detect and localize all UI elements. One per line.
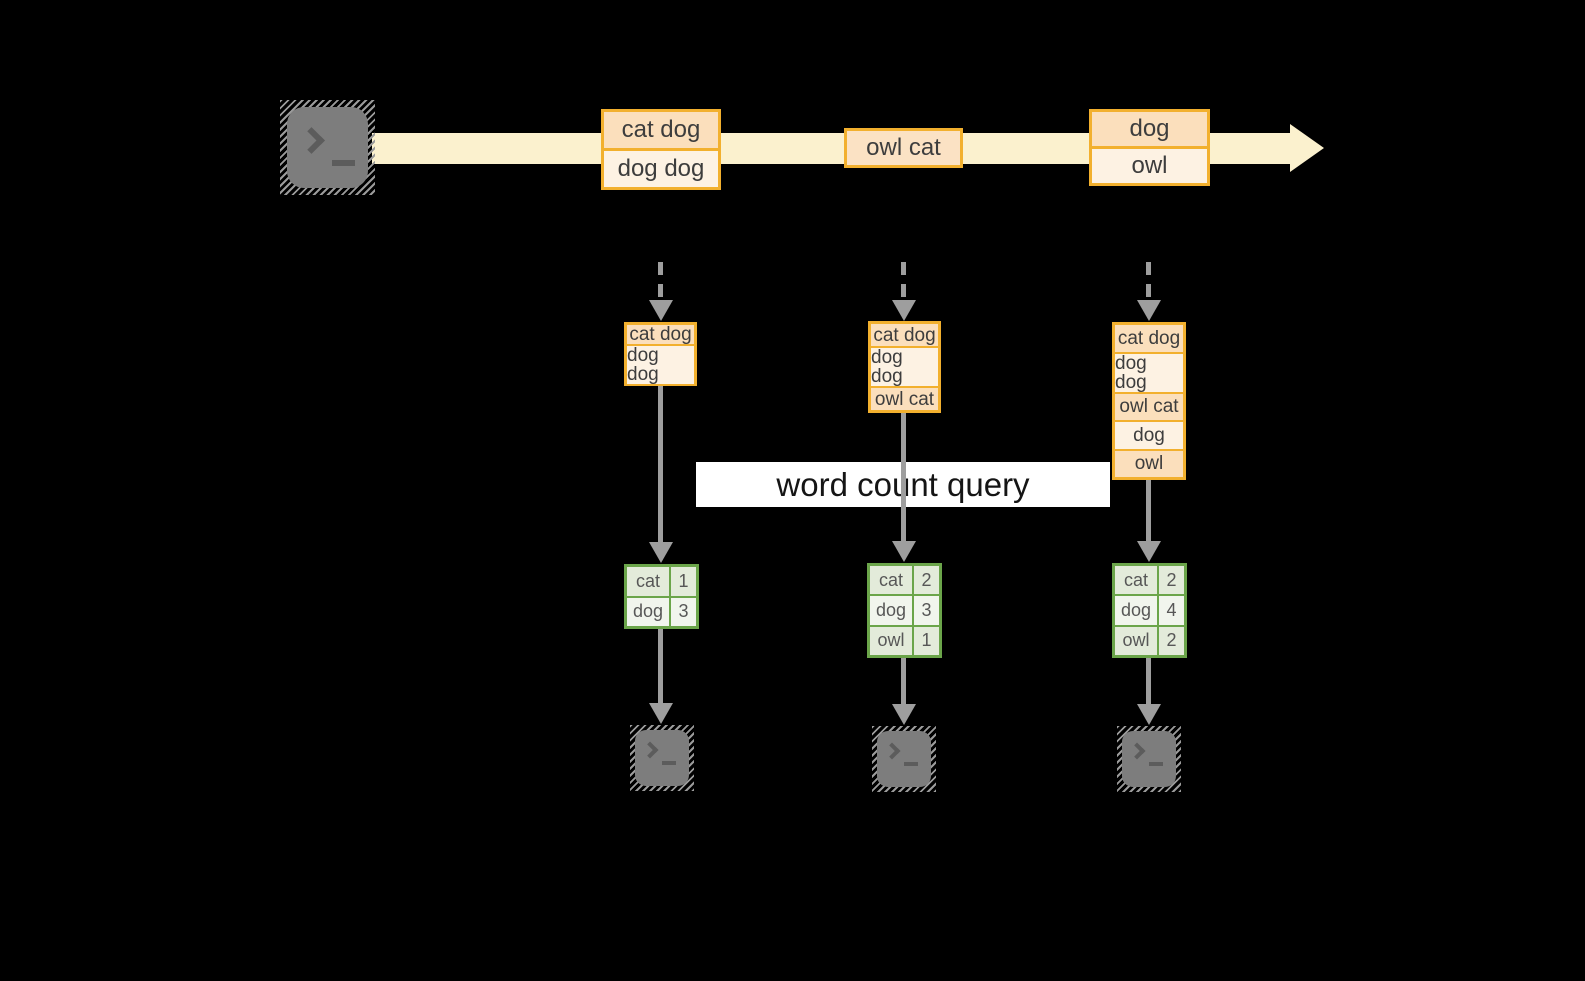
arrowhead-icon [1137,704,1161,725]
output-terminal-icon-3 [1117,726,1181,792]
stream-batch-cell: dog [1092,112,1207,146]
word-cell: owl [1115,626,1157,655]
prompt-chevron-icon [641,741,659,759]
state-buffer-1: cat dog dog dog [624,322,697,386]
count-cell: 1 [914,626,939,655]
dashed-arrowhead-icon [892,300,916,321]
stream-batch-cell: owl [1092,149,1207,183]
count-cell: 1 [671,567,696,596]
state-buffer-3: cat dog dog dog owl cat dog owl [1112,322,1186,480]
arrowhead-icon [649,542,673,563]
terminal-screen [1122,731,1176,787]
arrow-down [901,658,906,706]
word-cell: owl [870,626,912,655]
stream-batch-cell: cat dog [604,112,718,148]
word-cell: cat [627,567,669,596]
state-cell: dog dog [871,348,938,386]
stream-batch-cell: dog dog [604,151,718,187]
state-cell: dog dog [627,346,694,384]
arrow-down [901,413,906,543]
arrowhead-icon [892,541,916,562]
count-cell: 2 [914,566,939,595]
arrow-down [658,386,663,544]
dashed-arrowhead-icon [649,300,673,321]
state-cell: dog [1115,422,1183,449]
state-buffer-2: cat dog dog dog owl cat [868,321,941,413]
count-cell: 3 [914,596,939,625]
prompt-chevron-icon [883,742,901,760]
state-cell: cat dog [627,325,694,344]
source-terminal-icon [280,100,375,195]
dashed-arrow-down [1146,262,1151,302]
stream-batch-3: dog owl [1089,109,1210,186]
dashed-arrowhead-icon [1137,300,1161,321]
word-cell: cat [870,566,912,595]
state-cell: dog dog [1115,353,1183,392]
word-cell: dog [627,597,669,626]
prompt-cursor-icon [904,762,918,766]
output-terminal-icon-1 [630,725,694,791]
output-terminal-icon-2 [872,726,936,792]
prompt-cursor-icon [332,160,355,166]
terminal-screen [635,730,689,786]
state-cell: cat dog [1115,325,1183,352]
dashed-arrow-down [901,262,906,302]
word-cell: dog [870,596,912,625]
stream-batch-cell: owl cat [847,131,960,165]
word-count-table-1: cat 1 dog 3 [624,564,699,629]
word-cell: dog [1115,596,1157,625]
count-cell: 4 [1159,596,1184,625]
arrow-down [1146,658,1151,706]
state-cell: owl [1115,450,1183,477]
terminal-screen [287,107,368,188]
prompt-cursor-icon [1149,762,1163,766]
dashed-arrow-down [658,262,663,302]
state-cell: cat dog [871,324,938,346]
word-count-table-2: cat 2 dog 3 owl 1 [867,563,942,658]
arrow-down [658,629,663,705]
stream-batch-2: owl cat [844,128,963,168]
prompt-chevron-icon [1128,742,1146,760]
word-cell: cat [1115,566,1157,595]
count-cell: 2 [1159,566,1184,595]
state-cell: owl cat [871,388,938,410]
arrow-down [1146,480,1151,543]
prompt-cursor-icon [662,761,676,765]
count-cell: 2 [1159,626,1184,655]
state-cell: owl cat [1115,393,1183,420]
count-cell: 3 [671,597,696,626]
arrowhead-icon [1137,541,1161,562]
arrowhead-icon [649,703,673,724]
prompt-chevron-icon [298,127,325,154]
stream-batch-1: cat dog dog dog [601,109,721,190]
terminal-screen [877,731,931,787]
arrowhead-icon [892,704,916,725]
stream-timeline-arrowhead-icon [1290,124,1324,172]
word-count-table-3: cat 2 dog 4 owl 2 [1112,563,1187,658]
